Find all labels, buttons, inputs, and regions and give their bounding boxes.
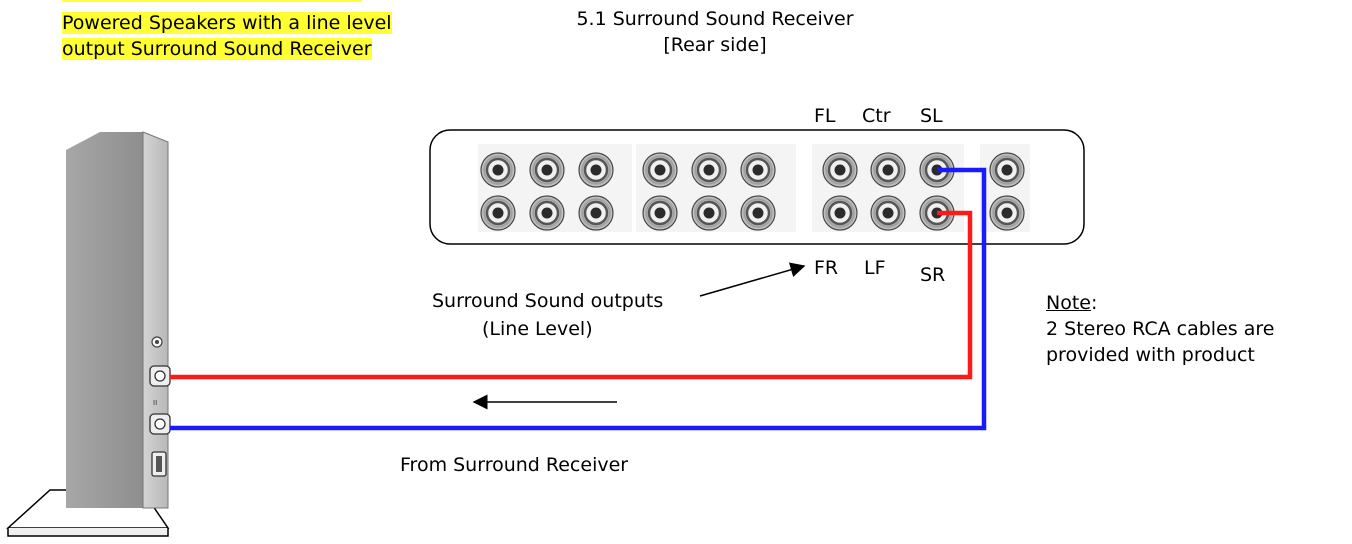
- rca-jack-icon: [870, 195, 906, 231]
- rca-jack-icon: [578, 195, 614, 231]
- speaker-base-edge: [7, 528, 169, 537]
- note-heading: Note:: [1046, 290, 1097, 316]
- label-ctr: Ctr: [862, 105, 891, 127]
- rca-jack-icon: [740, 152, 776, 188]
- svg-text:II: II: [153, 399, 157, 407]
- rca-jack-icon: [822, 195, 858, 231]
- rca-jack-icon: [691, 195, 727, 231]
- outputs-pointer-arrow: [699, 262, 806, 297]
- red-cable: [170, 210, 973, 380]
- rca-jack-icon: [529, 152, 565, 188]
- label-fr: FR: [814, 257, 839, 279]
- highlight-cutoff-line: [62, 0, 362, 2]
- from-receiver-label: From Surround Receiver: [400, 454, 629, 476]
- label-fl: FL: [814, 105, 836, 127]
- rca-jack-icon: [642, 195, 678, 231]
- rca-jack-icon: [642, 152, 678, 188]
- highlight-line-2: output Surround Sound Receiver: [62, 38, 372, 60]
- rca-jacks: [480, 152, 1025, 231]
- rca-jack-icon: [691, 152, 727, 188]
- rca-jack-icon: [989, 195, 1025, 231]
- rca-jack-icon: [578, 152, 614, 188]
- rca-jack-icon: [740, 195, 776, 231]
- note-line-2: provided with product: [1046, 344, 1255, 366]
- rca-jack-icon: [870, 152, 906, 188]
- rca-jack-icon: [480, 152, 516, 188]
- speaker-front-face: [66, 132, 143, 508]
- rca-jack-icon: [529, 195, 565, 231]
- label-lf: LF: [864, 257, 886, 279]
- label-sl: SL: [920, 105, 943, 127]
- receiver-subtitle: [Rear side]: [663, 34, 767, 56]
- outputs-label-line-2: (Line Level): [482, 318, 593, 340]
- outputs-label-line-1: Surround Sound outputs: [432, 290, 664, 312]
- note-line-1: 2 Stereo RCA cables are: [1046, 318, 1275, 340]
- rca-jack-icon: [822, 152, 858, 188]
- label-sr: SR: [920, 264, 946, 286]
- highlight-line-1: Powered Speakers with a line level: [62, 12, 392, 34]
- note-heading-text: Note: [1046, 292, 1091, 314]
- rca-jack-icon: [989, 152, 1025, 188]
- blue-cable: [170, 167, 987, 431]
- speaker-ports: II: [149, 336, 171, 477]
- rca-jack-icon: [480, 195, 516, 231]
- receiver-title: 5.1 Surround Sound Receiver: [576, 8, 854, 30]
- note-colon: :: [1090, 292, 1098, 314]
